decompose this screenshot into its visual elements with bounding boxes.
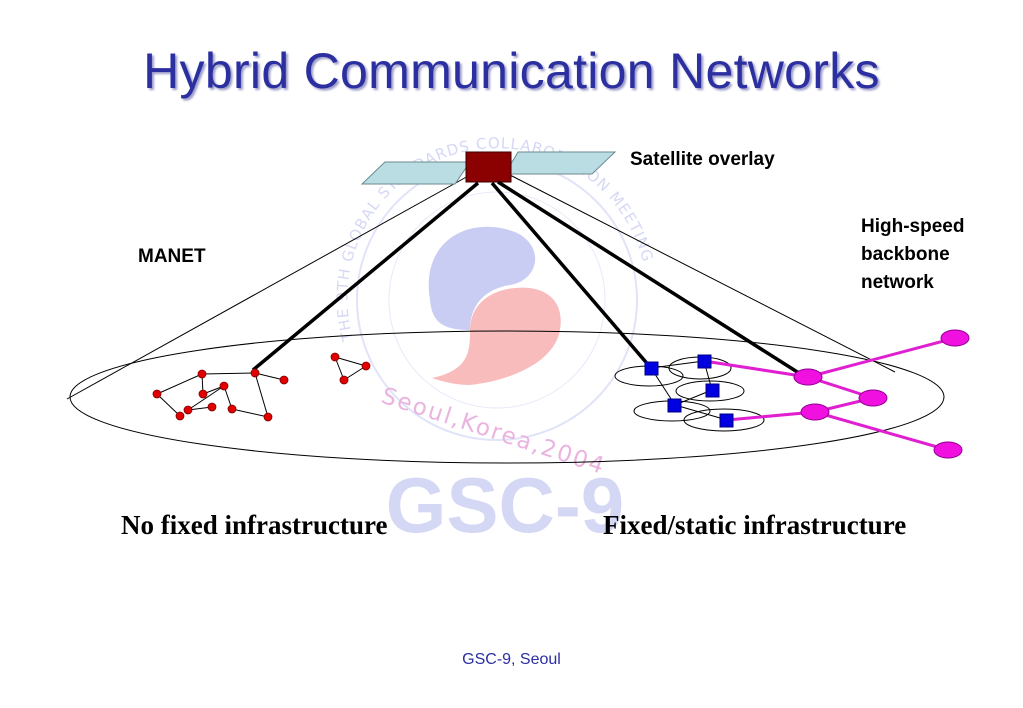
manet-node (152, 389, 162, 399)
manet-node (250, 368, 260, 378)
manet-node (361, 361, 371, 371)
no-fixed-infrastructure-caption: No fixed infrastructure (121, 510, 388, 540)
fixed-node (697, 354, 712, 369)
fixed-infrastructure-cluster (614, 329, 970, 459)
fixed-infrastructure-caption: Fixed/static infrastructure (603, 510, 907, 540)
backbone-router (933, 441, 963, 459)
watermark-gsc9-text: GSC-9 (386, 461, 624, 549)
manet-node (175, 411, 185, 421)
ground-area-ellipse (69, 330, 945, 464)
manet-label: MANET (138, 246, 206, 267)
backbone-router (858, 389, 888, 407)
manet-node (207, 402, 217, 412)
manet-node (227, 404, 237, 414)
satellite-links (251, 180, 803, 377)
manet-node (263, 412, 273, 422)
backbone-router (940, 329, 970, 347)
backbone-links (703, 336, 956, 452)
backbone-router (793, 368, 823, 386)
manet-node (219, 381, 229, 391)
fixed-node (644, 361, 659, 376)
backbone-label-line: backbone (861, 244, 950, 265)
manet-node (197, 369, 207, 379)
fixed-node (705, 383, 720, 398)
manet-node (279, 375, 289, 385)
manet-nodes (152, 352, 371, 422)
slide-footer: GSC-9, Seoul (462, 651, 561, 668)
manet-node (330, 352, 340, 362)
backbone-router (800, 403, 830, 421)
manet-node (339, 375, 349, 385)
fixed-node (667, 398, 682, 413)
gsc9-logo-watermark: THE 9TH GLOBAL STANDARDS COLLABORATION M… (333, 134, 656, 549)
backbone-network-label: High-speed backbone network (861, 213, 1011, 297)
satellite-overlay-label: Satellite overlay (630, 149, 775, 170)
manet-node (198, 389, 208, 399)
backbone-label-line: High-speed (861, 216, 965, 237)
fixed-node (719, 413, 734, 428)
slide-title: Hybrid Communication Networks (143, 43, 880, 99)
backbone-label-line: network (861, 272, 934, 293)
satellite-icon (360, 151, 617, 185)
manet-cluster (152, 352, 371, 422)
coverage-cone (66, 174, 896, 400)
manet-node (183, 405, 193, 415)
